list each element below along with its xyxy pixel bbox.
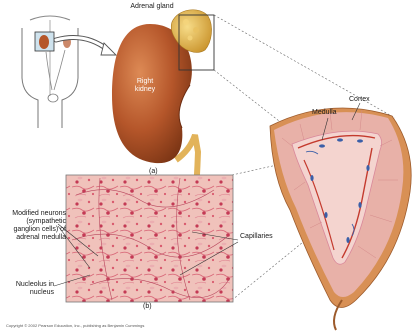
cortex-label: Cortex <box>349 96 370 104</box>
adrenal-gland-label: Adrenal gland <box>129 3 175 11</box>
capillaries-text: Capillaries <box>240 233 273 240</box>
copyright-text: Copyright © 2002 Pearson Education, Inc.… <box>6 323 144 328</box>
cortex-text: Cortex <box>349 96 370 103</box>
adrenal-gland-text: Adrenal gland <box>130 3 173 10</box>
panel-a-text: (a) <box>149 168 158 175</box>
panel-a-label: (a) <box>149 168 158 176</box>
nucleolus-label: Nucleolus in nucleus <box>10 281 54 297</box>
adrenal-cross-section <box>270 108 411 330</box>
modified-neurons-label: Modified neurons (sympathetic ganglion c… <box>10 210 66 242</box>
torso-illustration <box>22 16 78 128</box>
medulla-label: Medulla <box>312 109 337 117</box>
panel-b-label: (b) <box>143 303 152 311</box>
right-kidney-text: Right kidney <box>135 78 155 93</box>
right-kidney-label: Right kidney <box>132 78 158 94</box>
medulla-text: Medulla <box>312 109 337 116</box>
panel-b-text: (b) <box>143 303 152 310</box>
copyright-notice: Copyright © 2002 Pearson Education, Inc.… <box>6 323 144 328</box>
modified-neurons-text: Modified neurons (sympathetic ganglion c… <box>12 210 66 241</box>
nucleolus-text: Nucleolus in nucleus <box>16 281 54 296</box>
micrograph <box>66 175 233 302</box>
capillaries-label: Capillaries <box>240 233 273 241</box>
